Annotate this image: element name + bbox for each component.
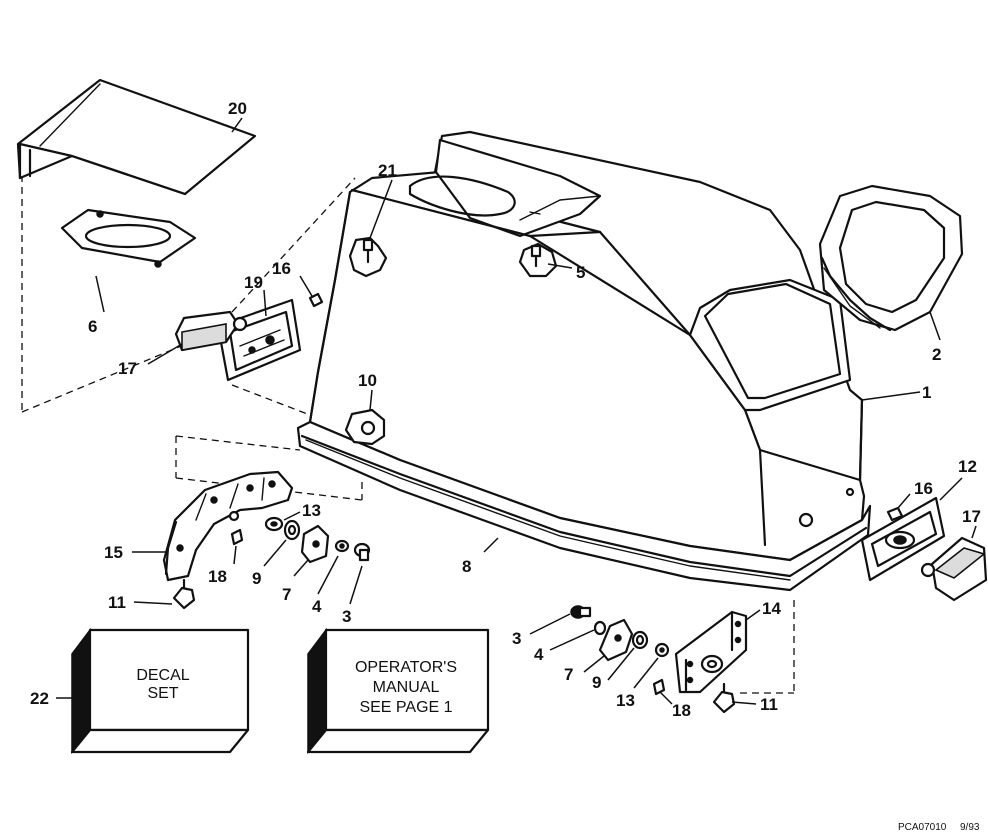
callout-13: 13 [302,501,321,520]
part-22-decal-set-box [70,627,250,755]
manual-line-1: OPERATOR'S [355,659,457,676]
callout-5: 5 [576,263,585,282]
part-2-window-frame [818,184,964,332]
callout-16: 16 [272,259,291,278]
callout-11: 11 [760,695,778,714]
callout-numbers: 20 6 21 16 19 17 5 2 1 10 12 16 17 8 15 … [30,99,981,720]
part-15-bracket-left [162,470,294,582]
part-9-spacer-left [283,519,301,541]
part-9-spacer-right [631,630,649,650]
part-7-catch-right [598,618,634,662]
callout-4: 4 [534,645,544,664]
part-6-gasket [60,208,197,268]
part-4-lockwasher-left [334,539,350,553]
leader-lines [56,117,977,705]
part-10-retainer [344,408,386,446]
part-7-catch-left [300,524,330,564]
callout-17: 17 [118,359,137,378]
callout-8: 8 [462,557,471,576]
part-11-bumper-left [172,578,196,610]
callout-1: 1 [922,383,931,402]
operators-manual-box [306,627,490,755]
callout-13: 13 [616,691,635,710]
callout-7: 7 [564,665,573,684]
part-13-washer-right [654,642,670,658]
decal-set-label: DECAL SET [136,667,189,702]
part-11-bumper-right [712,682,736,714]
callout-22: 22 [30,689,49,708]
callout-18: 18 [672,701,691,720]
manual-line-3: SEE PAGE 1 [359,699,452,716]
drawing-code-number: PCA07010 [898,822,947,833]
part-16-screw-right [886,506,904,522]
part-20-top-cover [16,78,257,196]
callout-11: 11 [108,593,126,612]
drawing-code-date: 9/93 [960,822,980,833]
callout-9: 9 [252,569,261,588]
callout-3: 3 [342,607,351,626]
part-13-washer-left [264,516,284,532]
decal-line-1: DECAL [136,667,189,684]
part-21-knob [348,236,388,278]
operators-manual-label: OPERATOR'S MANUAL SEE PAGE 1 [355,659,457,716]
decal-line-2: SET [147,685,178,702]
callout-19: 19 [244,273,263,292]
manual-line-2: MANUAL [373,679,440,696]
part-14-bracket-right [674,610,748,694]
assembly-guide-lines [21,175,869,694]
callout-18: 18 [208,567,227,586]
part-16-screw-left [308,292,324,308]
callout-12: 12 [958,457,977,476]
callout-21: 21 [378,161,397,180]
callout-16: 16 [914,479,933,498]
callout-2: 2 [932,345,941,364]
part-17-latch-right [920,536,988,602]
part-3-screw-left [353,542,371,562]
part-1-motor-cover [296,130,872,592]
callout-20: 20 [228,99,247,118]
part-5-knob [518,242,558,278]
callout-15: 15 [104,543,123,562]
part-18-screw-left [230,528,244,546]
callout-3: 3 [512,629,521,648]
part-4-lockwasher-right [593,620,607,636]
callout-10: 10 [358,371,377,390]
part-12-latch-plate [860,496,946,582]
callout-4: 4 [312,597,322,616]
part-3-screw-right [570,605,592,619]
part-17-latch-left [174,310,248,352]
callout-14: 14 [762,599,781,618]
callout-9: 9 [592,673,601,692]
callout-6: 6 [88,317,97,336]
callout-17: 17 [962,507,981,526]
callout-7: 7 [282,585,291,604]
part-18-screw-right [652,678,666,696]
drawing-code: PCA07010 9/93 [898,822,980,833]
